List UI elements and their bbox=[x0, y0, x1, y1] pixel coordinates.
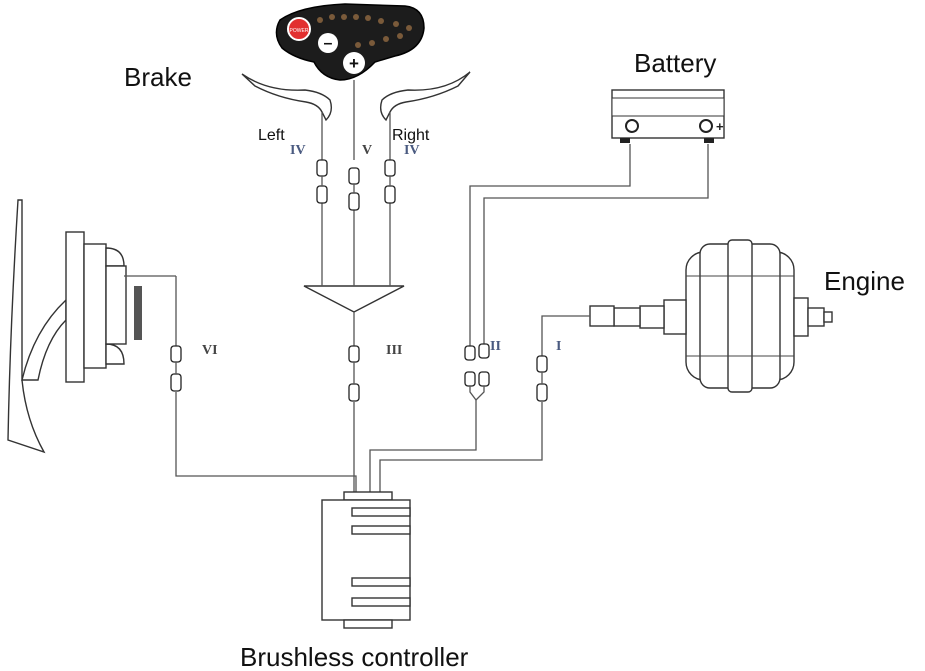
control-panel: POWER – + bbox=[275, 3, 425, 92]
engine-plug bbox=[613, 307, 641, 327]
connector-iv-left-label: IV bbox=[290, 143, 306, 158]
connector-iv-left bbox=[316, 159, 328, 204]
connector-i-label: I bbox=[556, 339, 561, 354]
throttle-handlebar bbox=[7, 199, 177, 454]
brake-splitter bbox=[303, 285, 405, 313]
connector-vi bbox=[170, 345, 182, 392]
brake-label: Brake bbox=[124, 62, 192, 92]
connector-vi-label: VI bbox=[202, 343, 218, 358]
brake-left-label: Left bbox=[258, 127, 285, 144]
engine-label: Engine bbox=[824, 266, 905, 296]
connector-v bbox=[348, 167, 360, 211]
plus-button-label: + bbox=[349, 54, 359, 73]
brake-lever-left bbox=[241, 73, 333, 160]
led-indicators bbox=[317, 14, 412, 48]
connector-ii-label: II bbox=[490, 339, 501, 354]
brushless-controller bbox=[321, 491, 411, 629]
connector-iv-right-label: IV bbox=[404, 143, 420, 158]
engine-hub-motor bbox=[589, 239, 833, 393]
connector-iii bbox=[348, 345, 360, 402]
minus-button-icon bbox=[318, 33, 338, 53]
controller-label: Brushless controller bbox=[240, 642, 469, 671]
brake-lever-right bbox=[379, 71, 471, 160]
connector-iv-right bbox=[384, 159, 396, 204]
power-button-icon bbox=[287, 17, 311, 41]
connector-ii bbox=[464, 343, 490, 401]
connector-iii-label: III bbox=[386, 343, 402, 358]
battery-terminal-positive-icon bbox=[699, 119, 713, 133]
battery-label: Battery bbox=[634, 48, 716, 78]
battery-terminal-negative-icon bbox=[625, 119, 639, 133]
plus-button-icon bbox=[343, 52, 365, 74]
brake-right-label: Right bbox=[392, 127, 430, 144]
minus-button-label: – bbox=[324, 35, 333, 52]
battery: + bbox=[611, 89, 725, 143]
power-button-label: POWER bbox=[290, 28, 309, 34]
svg-text:+: + bbox=[716, 119, 724, 134]
connector-v-label: V bbox=[362, 143, 372, 158]
wires bbox=[175, 92, 709, 496]
connector-i bbox=[536, 355, 548, 402]
